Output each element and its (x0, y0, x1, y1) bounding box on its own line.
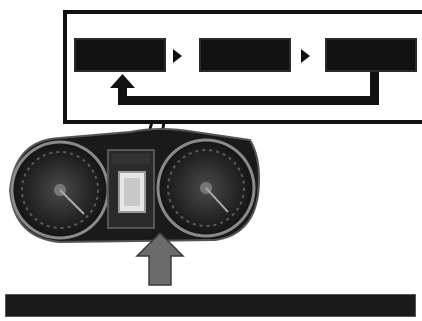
caption-bar (5, 294, 416, 317)
caption-text (6, 303, 12, 313)
